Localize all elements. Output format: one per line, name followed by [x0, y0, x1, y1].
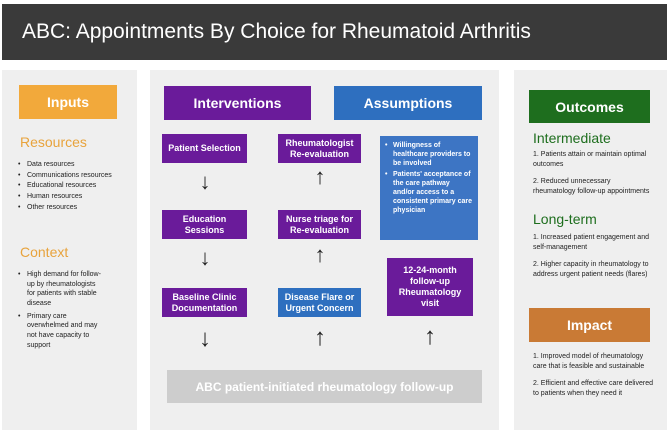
context-title: Context — [20, 244, 69, 260]
intermediate-title: Intermediate — [533, 130, 611, 146]
resources-list: Data resources Communications resources … — [18, 160, 130, 213]
list-item: Primary care overwhelmed and may not hav… — [18, 312, 104, 351]
patient-selection-box: Patient Selection — [162, 134, 247, 163]
nurse-triage-box: Nurse triage for Re-evaluation — [278, 210, 361, 239]
page-title: ABC: Appointments By Choice for Rheumato… — [2, 4, 667, 60]
impact-list: 1. Improved model of rheumatology care t… — [533, 352, 657, 407]
list-item: Human resources — [18, 192, 130, 202]
followup-visit-box: 12-24-month follow-up Rheumatology visit — [387, 258, 473, 316]
assumptions-box: Willingness of healthcare providers to b… — [380, 136, 478, 240]
assumptions-header: Assumptions — [334, 86, 482, 120]
impact-header: Impact — [529, 308, 650, 342]
baseline-documentation-box: Baseline Clinic Documentation — [162, 288, 247, 317]
list-item: 1. Improved model of rheumatology care t… — [533, 353, 645, 370]
inputs-header: Inputs — [19, 85, 117, 119]
list-item: Patients' acceptance of the care pathway… — [385, 171, 473, 216]
outcomes-header: Outcomes — [529, 90, 650, 123]
longterm-list: 1. Increased patient engagement and self… — [533, 233, 653, 288]
list-item: 2. Higher capacity in rheumatology to ad… — [533, 261, 649, 278]
list-item: 2. Reduced unnecessary rheumatology foll… — [533, 178, 650, 195]
rheumatologist-reevaluation-box: Rheumatologist Re-evaluation — [278, 134, 361, 163]
context-list: High demand for follow-up by rheumatolog… — [18, 270, 104, 351]
list-item: 1. Patients attain or maintain optimal o… — [533, 151, 647, 168]
intermediate-list: 1. Patients attain or maintain optimal o… — [533, 150, 653, 205]
arrow-down: ↓ — [199, 169, 211, 194]
disease-flare-box: Disease Flare or Urgent Concern — [278, 288, 361, 317]
arrow-up: ↑ — [424, 323, 436, 350]
arrow-down: ↓ — [199, 245, 211, 270]
education-sessions-box: Education Sessions — [162, 210, 247, 239]
inputs-panel — [2, 70, 137, 430]
interventions-header: Interventions — [164, 86, 311, 120]
longterm-title: Long-term — [533, 211, 597, 227]
list-item: Educational resources — [18, 181, 130, 191]
list-item: Data resources — [18, 160, 130, 170]
arrow-up: ↑ — [314, 164, 326, 189]
list-item: Other resources — [18, 203, 130, 213]
resources-title: Resources — [20, 134, 87, 150]
list-item: 1. Increased patient engagement and self… — [533, 234, 649, 251]
list-item: Communications resources — [18, 171, 130, 181]
arrow-up: ↑ — [314, 242, 326, 267]
arrow-up: ↑ — [314, 324, 326, 351]
followup-bar: ABC patient-initiated rheumatology follo… — [167, 370, 482, 403]
list-item: Willingness of healthcare providers to b… — [385, 142, 473, 169]
outcomes-panel — [514, 70, 667, 430]
arrow-down: ↓ — [199, 325, 211, 352]
list-item: 2. Efficient and effective care delivere… — [533, 380, 653, 397]
list-item: High demand for follow-up by rheumatolog… — [18, 270, 104, 309]
